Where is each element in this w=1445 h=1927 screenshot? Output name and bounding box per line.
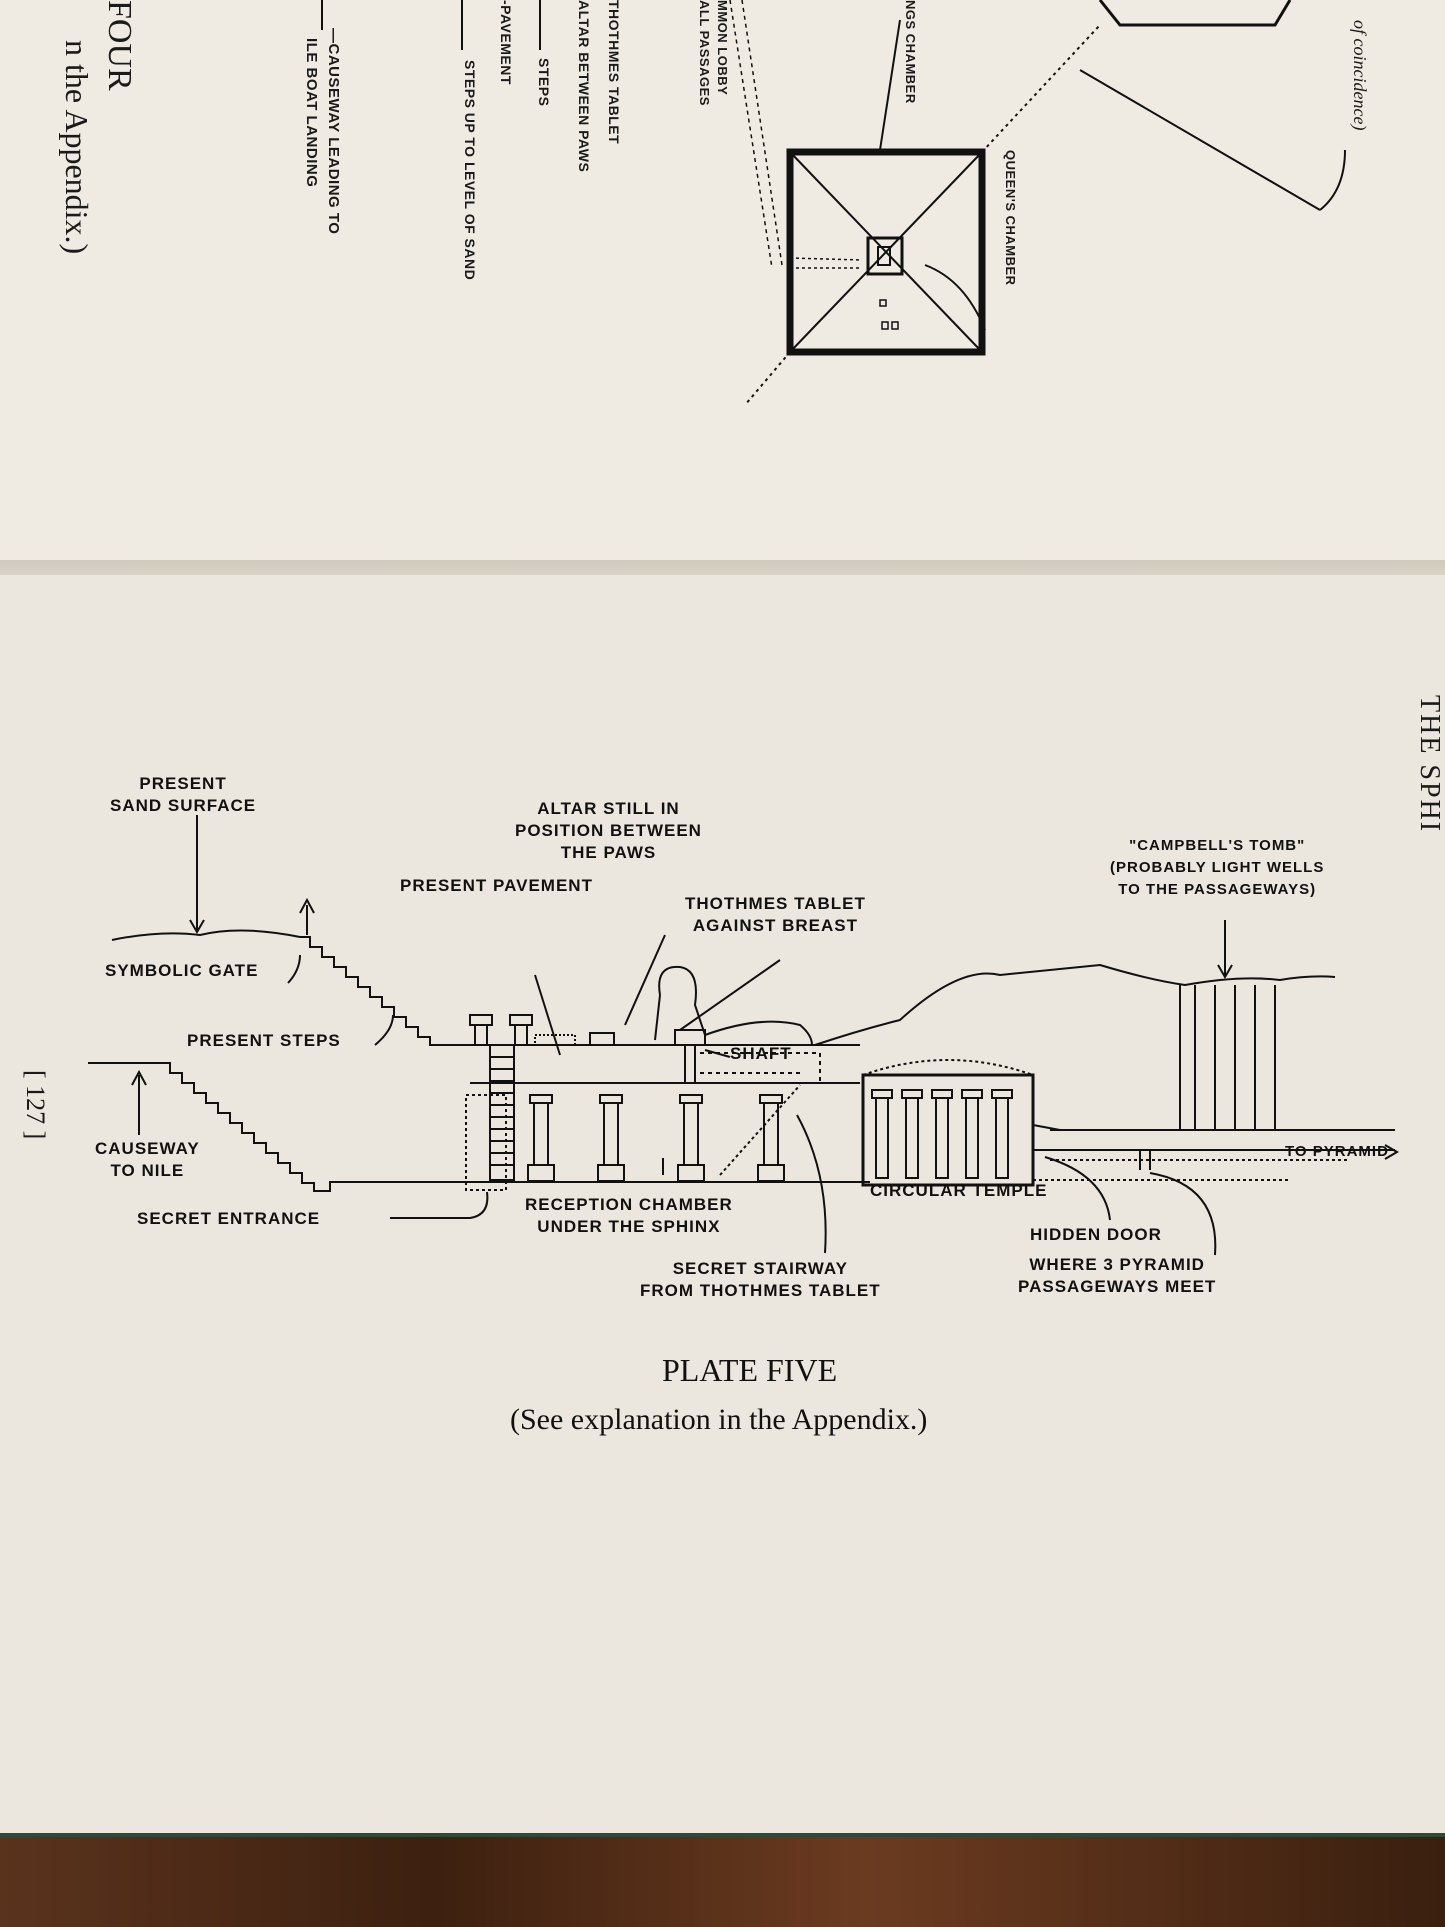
label-campbell-line2: (PROBABLY LIGHT WELLS bbox=[1110, 859, 1325, 876]
label-altar-line3: THE PAWS bbox=[560, 843, 657, 862]
label-thothmes-tablet: THOTHMES TABLET AGAINST BREAST bbox=[685, 893, 866, 937]
label-symbolic-gate: SYMBOLIC GATE bbox=[105, 961, 259, 980]
label-secret-stairway-line2: FROM THOTHMES TABLET bbox=[640, 1281, 881, 1300]
sphinx-cross-section-diagram bbox=[88, 815, 1399, 1256]
label-present-pavement: PRESENT PAVEMENT bbox=[400, 876, 593, 895]
label-reception-line2: UNDER THE SPHINX bbox=[537, 1217, 721, 1236]
label-present-sand-surface-line2: SAND SURFACE bbox=[110, 796, 257, 815]
label-present-sand-surface: PRESENT SAND SURFACE bbox=[110, 773, 256, 817]
label-altar: ALTAR STILL IN POSITION BETWEEN THE PAWS bbox=[515, 798, 702, 864]
pyramid-plan-drawing bbox=[321, 0, 1346, 406]
label-campbell-line1: "CAMPBELL'S TOMB" bbox=[1129, 837, 1306, 854]
label-causeway-line2: TO NILE bbox=[110, 1161, 185, 1180]
label-hidden-door: HIDDEN DOOR bbox=[1030, 1225, 1162, 1244]
label-secret-entrance: SECRET ENTRANCE bbox=[137, 1209, 321, 1228]
label-circular-temple: CIRCULAR TEMPLE bbox=[870, 1181, 1048, 1200]
label-secret-stairway-line1: SECRET STAIRWAY bbox=[672, 1259, 848, 1278]
label-shaft: SHAFT bbox=[730, 1044, 792, 1063]
label-reception-line1: RECEPTION CHAMBER bbox=[525, 1195, 733, 1214]
label-causeway-line1: CAUSEWAY bbox=[95, 1139, 200, 1158]
plate-title: PLATE FIVE bbox=[662, 1352, 838, 1388]
label-causeway: CAUSEWAY TO NILE bbox=[95, 1138, 200, 1182]
label-campbell-line3: TO THE PASSAGEWAYS) bbox=[1118, 881, 1317, 898]
lower-book-page: THE SPHI [ 127 ] bbox=[0, 575, 1445, 1837]
label-passageways-meet: WHERE 3 PYRAMID PASSAGEWAYS MEET bbox=[1018, 1254, 1216, 1298]
plate-subtitle: (See explanation in the Appendix.) bbox=[510, 1403, 928, 1436]
label-altar-line1: ALTAR STILL IN bbox=[537, 799, 680, 818]
label-where-line1: WHERE 3 PYRAMID bbox=[1029, 1255, 1205, 1274]
label-present-steps: PRESENT STEPS bbox=[187, 1031, 341, 1050]
upper-book-page: FOUR n the Appendix.) —CAUSEWAY LEADING … bbox=[0, 0, 1445, 590]
wooden-table bbox=[0, 1820, 1445, 1927]
label-to-pyramid: TO PYRAMID bbox=[1285, 1143, 1389, 1160]
label-campbells-tomb: "CAMPBELL'S TOMB" (PROBABLY LIGHT WELLS … bbox=[1110, 835, 1324, 901]
label-thothmes-line1: THOTHMES TABLET bbox=[685, 894, 866, 913]
label-secret-stairway: SECRET STAIRWAY FROM THOTHMES TABLET bbox=[640, 1258, 881, 1302]
label-where-line2: PASSAGEWAYS MEET bbox=[1018, 1277, 1217, 1296]
label-thothmes-line2: AGAINST BREAST bbox=[692, 916, 859, 935]
label-reception-chamber: RECEPTION CHAMBER UNDER THE SPHINX bbox=[525, 1194, 733, 1238]
label-present-sand-surface-line1: PRESENT bbox=[139, 774, 227, 793]
label-altar-line2: POSITION BETWEEN bbox=[515, 821, 702, 840]
